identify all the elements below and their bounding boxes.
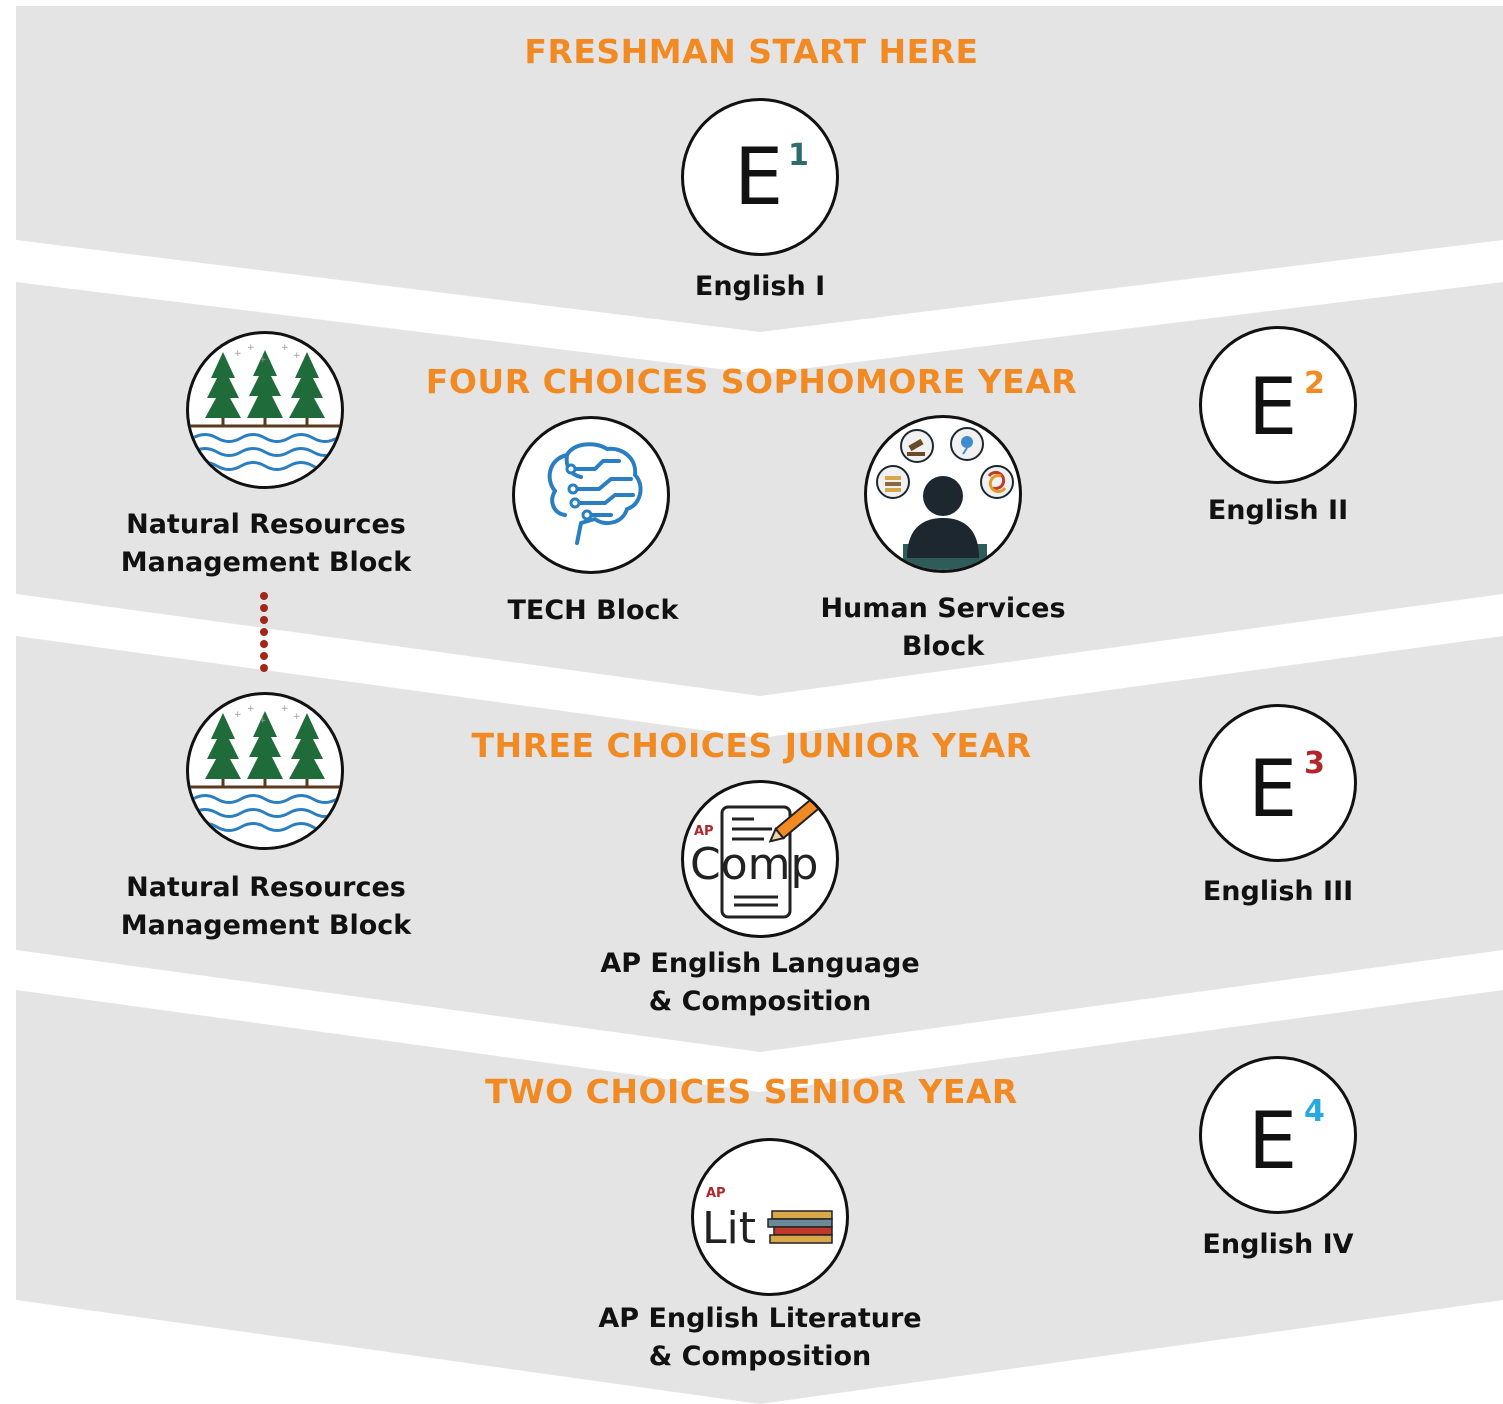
- junior-header: THREE CHOICES JUNIOR YEAR: [471, 726, 1032, 765]
- english-3-icon: E 3: [1199, 704, 1357, 862]
- tech-block-label: TECH Block: [507, 595, 679, 626]
- english-3-number: 3: [1304, 746, 1325, 781]
- human-services-label-line2: Block: [901, 631, 985, 662]
- english-2-number: 2: [1304, 366, 1325, 401]
- svg-text:+: +: [234, 710, 242, 720]
- ap-comp-label-line1: AP English Language: [600, 948, 920, 979]
- english-4-icon: E 4: [1199, 1056, 1357, 1214]
- english-4-letter: E: [1248, 1097, 1298, 1187]
- english-2-letter: E: [1248, 363, 1298, 453]
- brain-circuit-graphic: [547, 442, 643, 545]
- english-3-letter: E: [1248, 745, 1298, 835]
- ap-comp-graphic: AP Comp: [690, 787, 833, 919]
- svg-text:+: +: [293, 351, 301, 361]
- svg-text:+: +: [234, 349, 242, 359]
- svg-text:+: +: [247, 704, 255, 714]
- sophomore-band: [16, 282, 1503, 696]
- sophomore-header: FOUR CHOICES SOPHOMORE YEAR: [425, 362, 1078, 401]
- human-services-label-line1: Human Services: [820, 593, 1066, 624]
- ap-lit-graphic: AP Lit: [702, 1186, 833, 1254]
- english-3-label: English III: [1202, 876, 1354, 907]
- ap-comp-icon: AP Comp: [681, 780, 839, 938]
- human-services-graphic: [876, 427, 1014, 570]
- forest-water-graphic: + + + + +: [189, 704, 341, 847]
- forest-water-icon: + + + + +: [186, 331, 344, 489]
- ap-comp-word: Comp: [690, 839, 818, 890]
- english-1-letter: E: [734, 133, 784, 223]
- svg-text:+: +: [247, 343, 255, 353]
- svg-text:+: +: [259, 355, 267, 365]
- english-2-icon: E 2: [1199, 326, 1357, 484]
- natural-resources-label-line1: Natural Resources: [126, 509, 406, 540]
- natural-resources-label-line2: Management Block: [120, 910, 412, 941]
- ap-comp-badge: AP: [694, 824, 714, 839]
- ap-lit-label-line2: & Composition: [648, 1341, 872, 1372]
- english-4-label: English IV: [1202, 1229, 1354, 1260]
- forest-water-graphic: + + + + +: [189, 343, 341, 486]
- brain-circuit-icon: [512, 416, 670, 574]
- english-1-icon: E 1: [681, 98, 839, 256]
- ap-lit-word: Lit: [702, 1203, 756, 1254]
- ap-lit-icon: AP Lit: [691, 1138, 849, 1296]
- svg-text:+: +: [293, 712, 301, 722]
- natural-resources-connector: [260, 592, 268, 672]
- natural-resources-label-line2: Management Block: [120, 547, 412, 578]
- svg-text:+: +: [281, 704, 289, 714]
- english-4-number: 4: [1304, 1094, 1325, 1129]
- human-services-icon: [864, 415, 1022, 573]
- english-1-number: 1: [788, 138, 809, 173]
- freshman-header: FRESHMAN START HERE: [524, 32, 979, 71]
- ap-lit-badge: AP: [706, 1186, 726, 1201]
- senior-header: TWO CHOICES SENIOR YEAR: [485, 1072, 1018, 1111]
- english-1-label: English I: [694, 271, 826, 302]
- ap-comp-label-line2: & Composition: [648, 986, 872, 1017]
- svg-text:+: +: [259, 716, 267, 726]
- natural-resources-label-line1: Natural Resources: [126, 872, 406, 903]
- english-2-label: English II: [1207, 495, 1349, 526]
- svg-text:+: +: [281, 343, 289, 353]
- ap-lit-label-line1: AP English Literature: [598, 1303, 922, 1334]
- forest-water-icon: + + + + +: [186, 692, 344, 850]
